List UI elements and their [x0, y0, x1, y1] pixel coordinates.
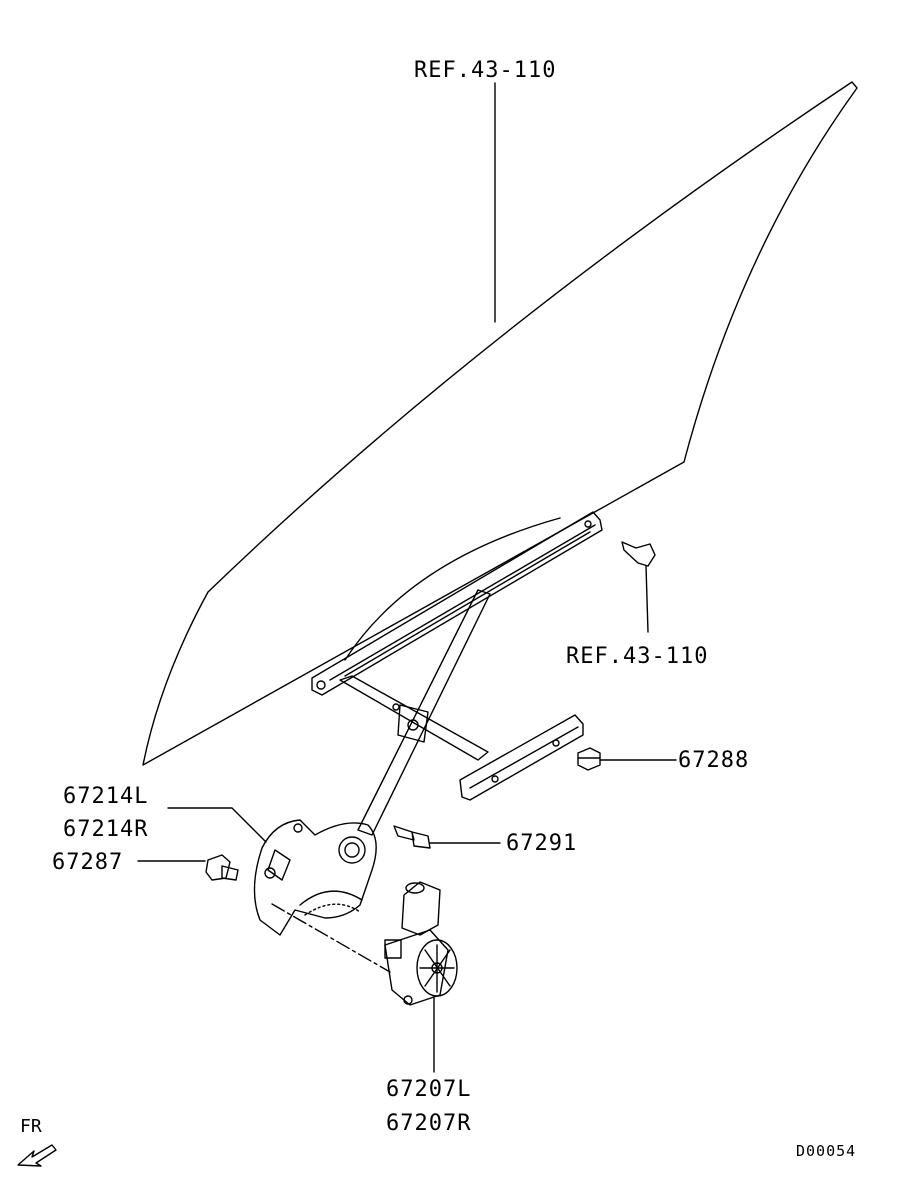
bolt-67287	[137, 854, 239, 881]
regulator-base-plate	[253, 819, 377, 936]
drawing-code: D00054	[796, 1142, 857, 1160]
glass-holder-clip	[621, 541, 656, 633]
lift-channel-rail	[311, 511, 603, 696]
nut-67288	[577, 747, 677, 771]
alignment-line	[271, 903, 391, 973]
label-67207L: 67207L	[386, 1077, 472, 1102]
label-67287: 67287	[52, 850, 124, 875]
front-arrow-icon	[17, 1144, 57, 1167]
scissor-arms	[339, 589, 491, 836]
label-67288: 67288	[678, 748, 750, 773]
leader-67214	[167, 807, 267, 843]
label-fr: FR	[20, 1116, 42, 1137]
label-67214L: 67214L	[63, 784, 149, 809]
window-motor	[384, 881, 458, 1006]
glass-channel-curve	[344, 517, 561, 661]
door-glass	[142, 81, 858, 766]
label-67207R: 67207R	[386, 1111, 472, 1136]
label-67214R: 67214R	[63, 817, 149, 842]
bolt-67291	[393, 825, 501, 849]
label-ref-glass: REF.43-110	[414, 58, 557, 83]
label-67291: 67291	[506, 831, 578, 856]
label-ref-holder: REF.43-110	[566, 644, 709, 669]
lower-guide-rail	[459, 714, 584, 801]
